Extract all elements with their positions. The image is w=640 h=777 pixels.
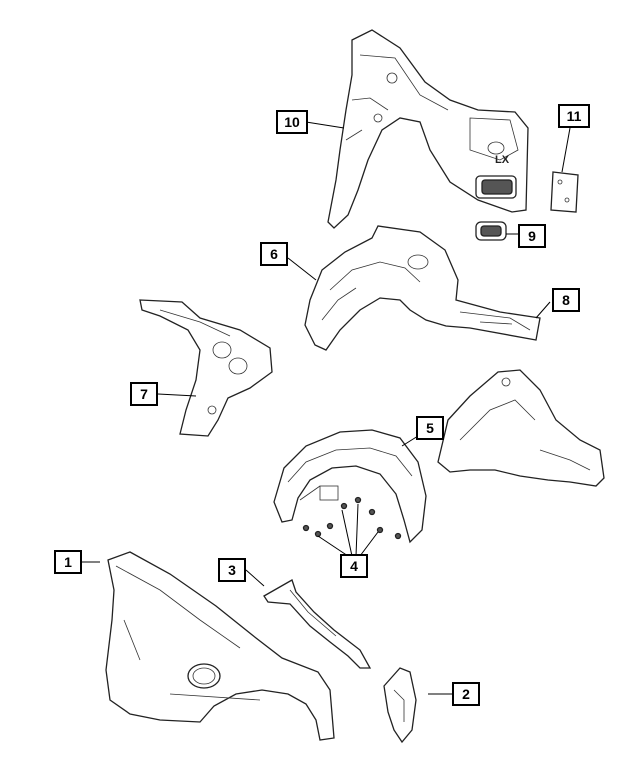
part-5-wheelhouse-liner xyxy=(273,429,427,544)
leader-10 xyxy=(305,121,345,129)
callout-4: 4 xyxy=(340,554,368,578)
callout-1: 1 xyxy=(54,550,82,574)
callout-8: 8 xyxy=(552,288,580,312)
leader-6 xyxy=(287,257,317,281)
lx-marking: LX xyxy=(495,154,510,166)
part-10-quarter-inner-panel: LX xyxy=(327,29,529,229)
part-7-pillar-panel xyxy=(139,299,273,437)
leader-11 xyxy=(561,127,571,173)
callout-9: 9 xyxy=(518,224,546,248)
callout-11: 11 xyxy=(558,104,590,128)
part-3-pillar-trim xyxy=(263,579,372,669)
leader-7 xyxy=(157,393,197,397)
leader-4d xyxy=(359,531,379,557)
part-4-fasteners xyxy=(302,496,402,540)
leader-3 xyxy=(245,569,265,587)
callout-6: 6 xyxy=(260,242,288,266)
part-inner-quarter-panel-right xyxy=(437,369,605,487)
callout-3: 3 xyxy=(218,558,246,582)
callout-5: 5 xyxy=(416,416,444,440)
callout-7: 7 xyxy=(130,382,158,406)
leader-4b xyxy=(341,509,353,557)
part-9-plug xyxy=(475,221,507,241)
part-2-bracket xyxy=(383,667,417,744)
leader-8 xyxy=(535,301,551,319)
callout-10: 10 xyxy=(276,110,308,134)
callout-2: 2 xyxy=(452,682,480,706)
leader-lines xyxy=(82,121,571,695)
leader-5 xyxy=(401,435,419,447)
leader-4c xyxy=(355,503,359,557)
part-1-quarter-panel xyxy=(105,551,335,741)
part-6-wheelhouse-outer xyxy=(304,225,541,351)
part-11-bracket xyxy=(550,171,579,213)
leader-4a xyxy=(317,535,349,557)
